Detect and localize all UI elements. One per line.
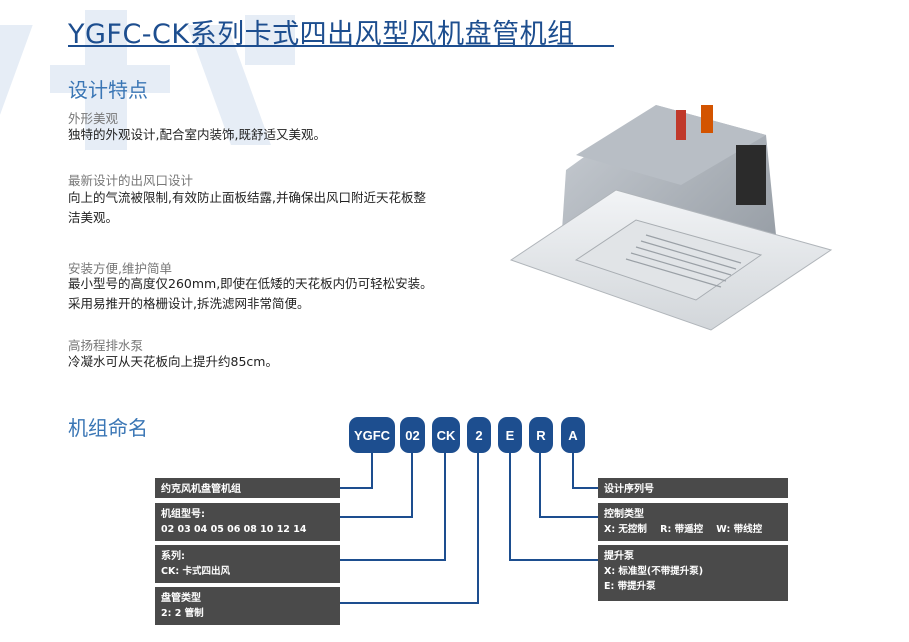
- code-coil: 2: [467, 417, 491, 453]
- section-naming-heading: 机组命名: [68, 416, 148, 440]
- section-features-heading: 设计特点: [68, 78, 148, 102]
- cassette-fan-coil-image: [509, 105, 833, 331]
- label-unit-model: 机组型号: 02 03 04 05 06 08 10 12 14: [155, 503, 340, 541]
- feature-heading: 高扬程排水泵: [68, 338, 144, 353]
- label-lift-pump: 提升泵 X: 标准型(不带提升泵) E: 带提升泵: [598, 545, 788, 601]
- code-design-serial: A: [561, 417, 585, 453]
- feature-text: 独特的外观设计,配合室内装饰,既舒适又美观。: [68, 127, 326, 142]
- code-model: 02: [400, 417, 425, 453]
- page-title: YGFC-CK系列卡式四出风型风机盘管机组: [68, 19, 575, 50]
- title-underline: [68, 45, 614, 47]
- label-series: 系列: CK: 卡式四出风: [155, 545, 340, 583]
- code-ygfc: YGFC: [349, 417, 395, 453]
- label-design-serial: 设计序列号: [598, 478, 788, 498]
- code-control: R: [529, 417, 553, 453]
- label-coil-type: 盘管类型 2: 2 管制: [155, 587, 340, 625]
- feature-heading: 外形美观: [68, 111, 119, 126]
- feature-heading: 安装方便,维护简单: [68, 261, 172, 276]
- code-pump: E: [498, 417, 522, 453]
- feature-heading: 最新设计的出风口设计: [68, 173, 194, 188]
- code-series: CK: [432, 417, 460, 453]
- label-york-fan-coil: 约克风机盘管机组: [155, 478, 340, 498]
- feature-text: 冷凝水可从天花板向上提升约85cm。: [68, 354, 278, 369]
- feature-text: 最小型号的高度仅260mm,即使在低矮的天花板内仍可轻松安装。 采用易推开的格栅…: [68, 276, 433, 311]
- label-control-type: 控制类型 X: 无控制 R: 带遥控 W: 带线控: [598, 503, 788, 541]
- feature-text: 向上的气流被限制,有效防止面板结露,并确保出风口附近天花板整 洁美观。: [68, 190, 426, 225]
- watermark-graphic: [0, 10, 295, 150]
